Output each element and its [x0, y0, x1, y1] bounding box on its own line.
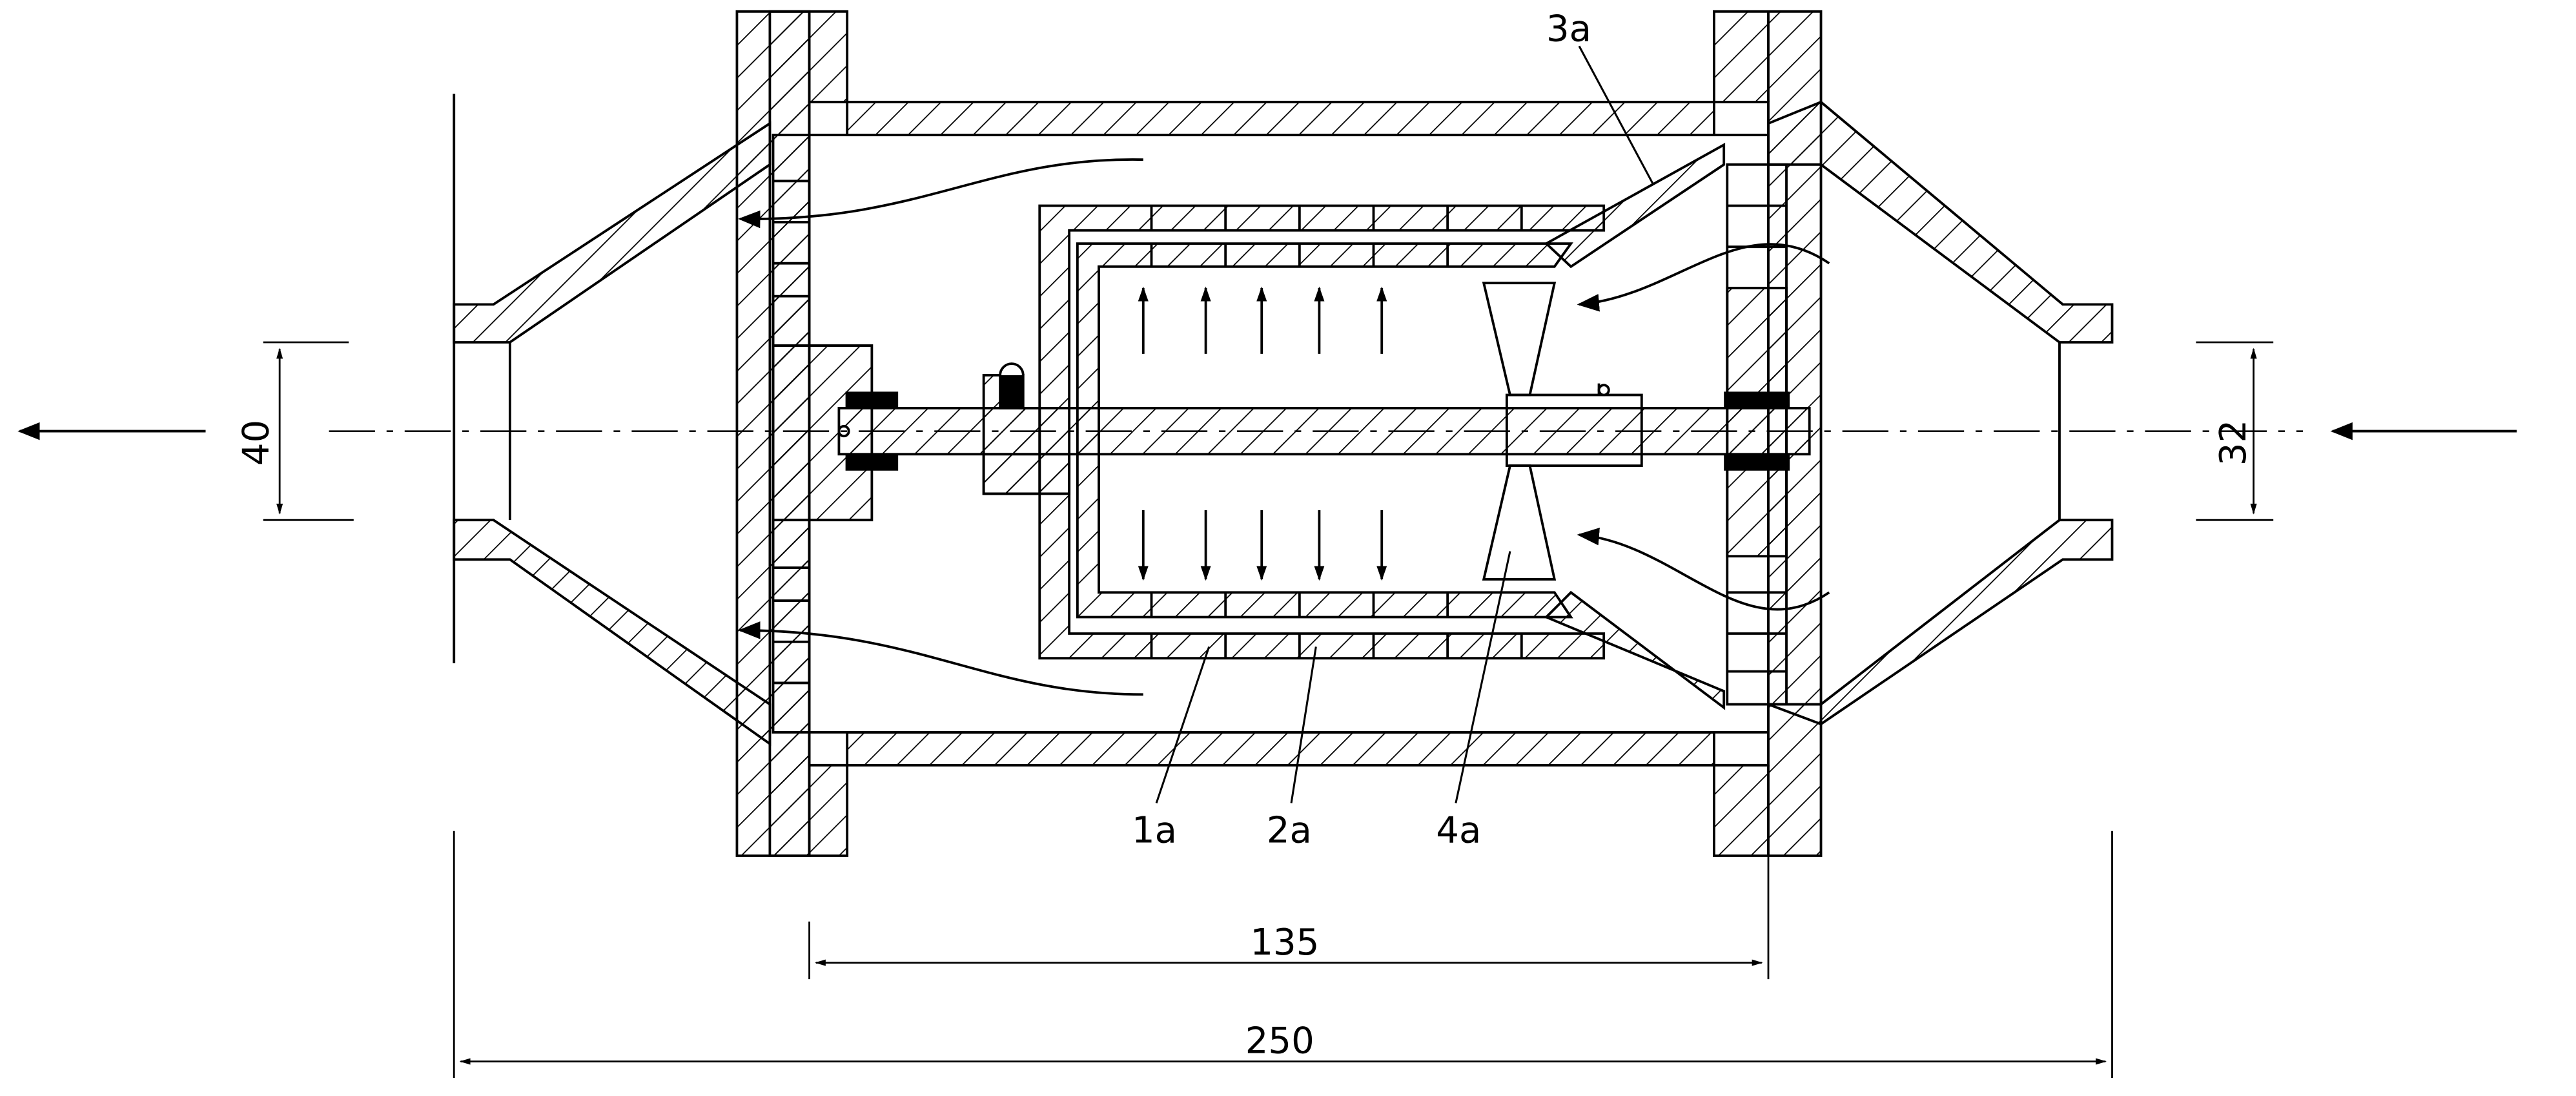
flow-curve-bottom-left: [738, 621, 1143, 696]
dimension-40-value: 40: [235, 420, 277, 466]
radial-arrows-up: [1138, 286, 1387, 354]
dimension-40: [263, 341, 354, 521]
leader-2a: [1290, 646, 1317, 803]
label-1a: 1a: [1132, 810, 1177, 852]
label-2a: 2a: [1267, 810, 1312, 852]
dimension-32: [2196, 341, 2274, 521]
radial-arrows-down: [1138, 510, 1387, 581]
inlet-cone: [1767, 100, 2114, 726]
dimension-250-value: 250: [1245, 1020, 1314, 1062]
leader-4a: [1455, 551, 1511, 803]
leader-1a: [1155, 646, 1211, 803]
left-seal: [845, 391, 899, 471]
shaft-collar: [982, 362, 1071, 495]
dimension-250: [453, 831, 2113, 1078]
flow-curve-top-left: [738, 158, 1143, 229]
dimension-135: [808, 707, 1770, 980]
outlet-cone: [453, 94, 772, 747]
housing-top-wall: [846, 101, 1715, 136]
flow-curve-bottom-right: [1577, 528, 1830, 611]
housing-bottom-wall: [846, 730, 1715, 767]
flow-curve-top-right: [1577, 243, 1830, 312]
label-4a: 4a: [1436, 810, 1481, 852]
right-seal: [1724, 391, 1790, 471]
leader-3a: [1578, 45, 1654, 185]
label-3a: 3a: [1546, 8, 1591, 50]
dimension-32-value: 32: [2213, 420, 2254, 466]
dimension-135-value: 135: [1250, 922, 1319, 964]
conical-guide-3a: [1544, 142, 1726, 710]
